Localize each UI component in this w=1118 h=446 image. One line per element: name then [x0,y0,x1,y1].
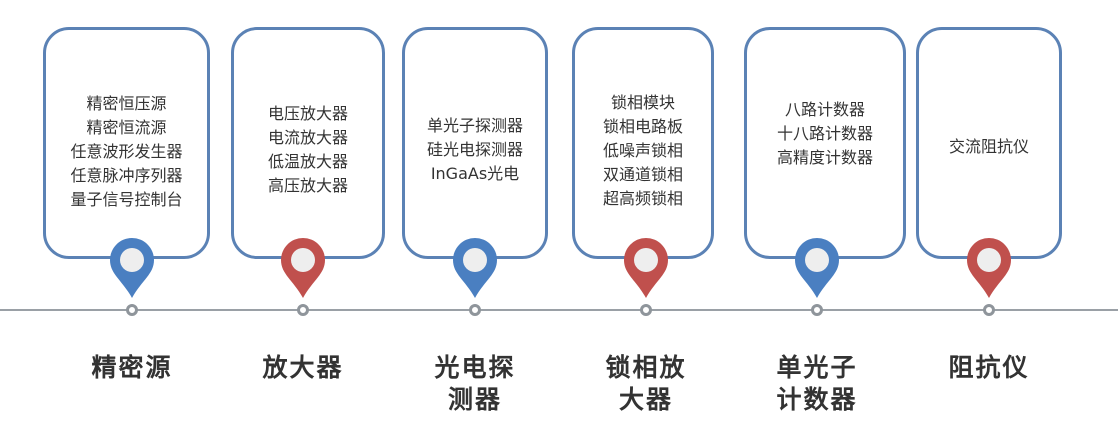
label-line: 大器 [618,385,673,414]
card-item: 十八路计数器 [776,124,873,143]
card-item: 低温放大器 [267,152,348,171]
card-item: 高精度计数器 [776,148,873,167]
card-photodetector: 单光子探测器 硅光电探测器 InGaAs光电 [402,27,548,259]
card-item: 超高频锁相 [602,189,683,208]
category-label-photon-counter: 单光子 计数器 [747,352,887,416]
card-item: 硅光电探测器 [426,140,523,159]
card-photon-counter: 八路计数器 十八路计数器 高精度计数器 [744,27,906,259]
card-item: 锁相电路板 [602,117,683,136]
label-line: 计数器 [776,385,858,414]
timeline-dot [469,304,481,316]
card-item: 电压放大器 [267,104,348,123]
card-item: 电流放大器 [267,128,348,147]
timeline-dot [297,304,309,316]
card-lockin-amplifier: 锁相模块 锁相电路板 低噪声锁相 双通道锁相 超高频锁相 [572,27,714,259]
card-item: 高压放大器 [267,176,348,195]
timeline-dot [811,304,823,316]
category-label-lockin-amplifier: 锁相放 大器 [576,352,716,416]
card-item: 任意脉冲序列器 [70,166,183,185]
card-precision-source: 精密恒压源 精密恒流源 任意波形发生器 任意脉冲序列器 量子信号控制台 [43,27,210,259]
timeline-dot [640,304,652,316]
card-item: 精密恒流源 [86,118,167,137]
card-item: 单光子探测器 [426,116,523,135]
category-label-photodetector: 光电探 测器 [405,352,545,416]
card-item: 双通道锁相 [602,165,683,184]
location-pin-icon [110,238,154,298]
card-item: 低噪声锁相 [602,141,683,160]
category-label-precision-source: 精密源 [62,352,202,384]
category-label-impedance-analyzer: 阻抗仪 [919,352,1059,384]
label-line: 精密源 [91,353,173,382]
label-line: 放大器 [262,353,344,382]
timeline-dot [983,304,995,316]
label-line: 测器 [447,385,502,414]
card-item: 交流阻抗仪 [948,137,1029,156]
location-pin-icon [967,238,1011,298]
card-impedance-analyzer: 交流阻抗仪 [916,27,1062,259]
card-item: InGaAs光电 [430,164,520,183]
label-line: 单光子 [776,353,858,382]
label-line: 光电探 [434,353,516,382]
label-line: 阻抗仪 [948,353,1030,382]
timeline-line [0,309,1118,311]
card-item: 量子信号控制台 [70,190,183,209]
card-item: 八路计数器 [784,100,865,119]
timeline-dot [126,304,138,316]
card-item: 精密恒压源 [86,94,167,113]
card-item: 任意波形发生器 [70,142,183,161]
location-pin-icon [795,238,839,298]
label-line: 锁相放 [605,353,687,382]
location-pin-icon [281,238,325,298]
card-amplifier: 电压放大器 电流放大器 低温放大器 高压放大器 [231,27,385,259]
category-label-amplifier: 放大器 [233,352,373,384]
location-pin-icon [624,238,668,298]
location-pin-icon [453,238,497,298]
card-item: 锁相模块 [610,93,675,112]
